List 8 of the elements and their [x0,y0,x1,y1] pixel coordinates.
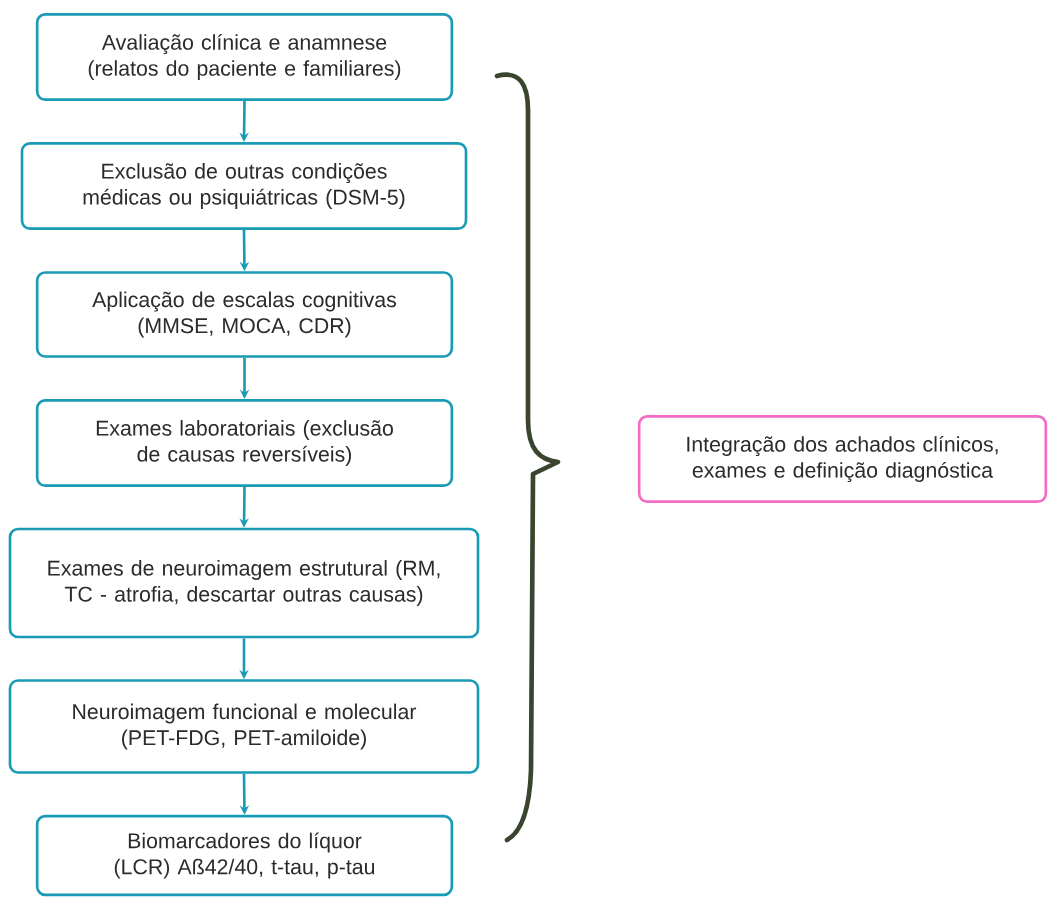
process-box: Exames de neuroimagem estrutural (RM, TC - atrofia, descartar outras causas) [8,527,480,639]
process-box: Biomarcadores do líquor (LCR) Aß42/40, t-tau, p-tau [35,814,454,897]
process-box: Neuroimagem funcional e molecular (PET-FDG, PET-amiloide) [8,679,480,774]
process-box: Avaliação clínica e anamnese (relatos do paciente e familiares) [35,13,454,101]
process-box: Exames laboratoriais (exclusão de causas reversíveis) [35,399,454,487]
process-box: Integração dos achados clínicos, exames e definição diagnóstica [637,415,1048,503]
process-box: Exclusão de outras condições médicas ou psiquiátricas (DSM-5) [20,142,468,230]
process-box: Aplicação de escalas cognitivas (MMSE, MOCA, CDR) [35,271,454,358]
